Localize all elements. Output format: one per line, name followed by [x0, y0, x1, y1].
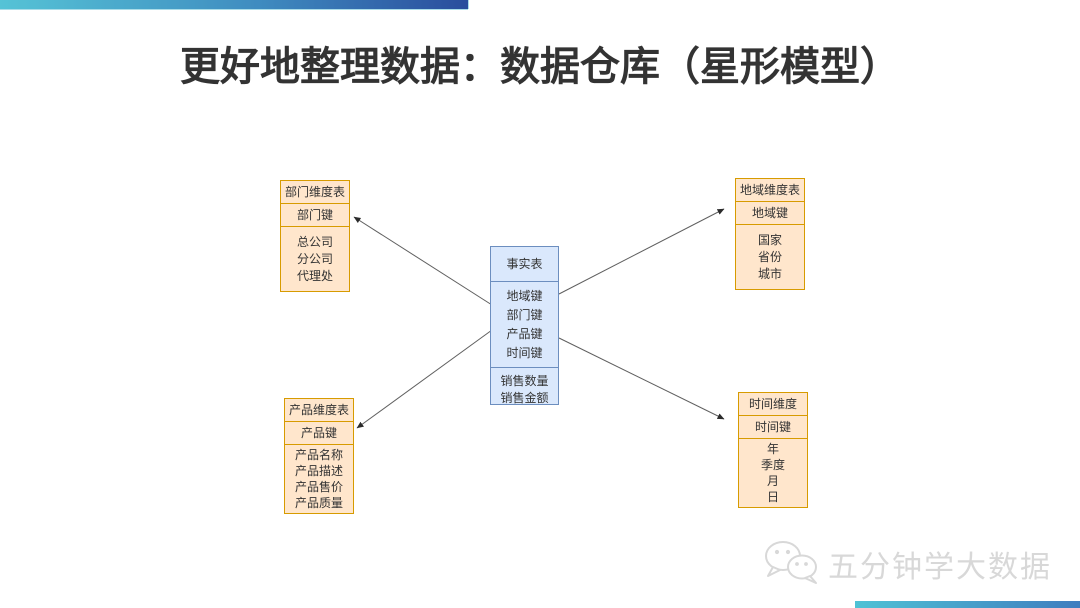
relation-arrow-time	[558, 337, 725, 420]
fact-table-title: 事实表	[491, 247, 558, 282]
bottom-accent-bar	[855, 601, 1080, 608]
dimension-field: 分公司	[296, 252, 333, 266]
fact-table-key: 地域键	[506, 289, 543, 303]
dimension-table-key: 地域键	[736, 202, 804, 225]
fact-table-key: 时间键	[506, 346, 543, 360]
fact-table: 事实表 地域键 部门键 产品键 时间键 销售数量 销售金额	[490, 246, 559, 405]
dimension-table-title: 产品维度表	[285, 399, 353, 422]
relation-arrow-department	[353, 216, 493, 306]
dimension-table-fields: 国家 省份 城市	[736, 225, 804, 289]
dimension-field: 省份	[757, 250, 782, 264]
dimension-table-department: 部门维度表 部门键 总公司 分公司 代理处	[280, 180, 350, 292]
dimension-table-fields: 年 季度 月 日	[739, 439, 807, 507]
fact-table-key: 产品键	[506, 327, 543, 341]
watermark-text: 五分钟学大数据	[828, 551, 1052, 584]
dimension-field: 总公司	[296, 235, 333, 249]
dimension-field: 产品名称	[294, 448, 343, 462]
dimension-table-fields: 产品名称 产品描述 产品售价 产品质量	[285, 445, 353, 513]
dimension-field: 月	[766, 474, 779, 488]
dimension-table-key: 产品键	[285, 422, 353, 445]
dimension-field: 产品描述	[294, 464, 343, 478]
dimension-table-time: 时间维度 时间键 年 季度 月 日	[738, 392, 808, 508]
dimension-field: 代理处	[296, 269, 333, 283]
fact-table-key: 部门键	[506, 308, 543, 322]
dimension-table-key: 部门键	[281, 204, 349, 227]
dimension-field: 产品质量	[294, 496, 343, 510]
page-title: 更好地整理数据：数据仓库（星形模型）	[180, 45, 900, 89]
fact-table-measure: 销售数量	[500, 374, 549, 388]
dimension-field: 城市	[757, 267, 782, 281]
dimension-table-title: 部门维度表	[281, 181, 349, 204]
fact-table-measures: 销售数量 销售金额	[491, 368, 558, 407]
dimension-field: 产品售价	[294, 480, 343, 494]
top-accent-bar	[0, 0, 468, 9]
dimension-table-key: 时间键	[739, 416, 807, 439]
dimension-field: 年	[766, 442, 779, 456]
relation-arrow-product	[356, 329, 493, 429]
dimension-table-fields: 总公司 分公司 代理处	[281, 227, 349, 291]
relation-arrow-region	[558, 208, 725, 295]
fact-table-measure: 销售金额	[500, 391, 549, 405]
dimension-table-title: 时间维度	[739, 393, 807, 416]
dimension-field: 国家	[757, 233, 782, 247]
wechat-icon	[760, 538, 822, 590]
dimension-field: 日	[766, 490, 779, 504]
fact-table-keys: 地域键 部门键 产品键 时间键	[491, 282, 558, 368]
dimension-table-title: 地域维度表	[736, 179, 804, 202]
dimension-field: 季度	[760, 458, 785, 472]
dimension-table-region: 地域维度表 地域键 国家 省份 城市	[735, 178, 805, 290]
dimension-table-product: 产品维度表 产品键 产品名称 产品描述 产品售价 产品质量	[284, 398, 354, 514]
watermark: 五分钟学大数据	[760, 538, 1052, 590]
